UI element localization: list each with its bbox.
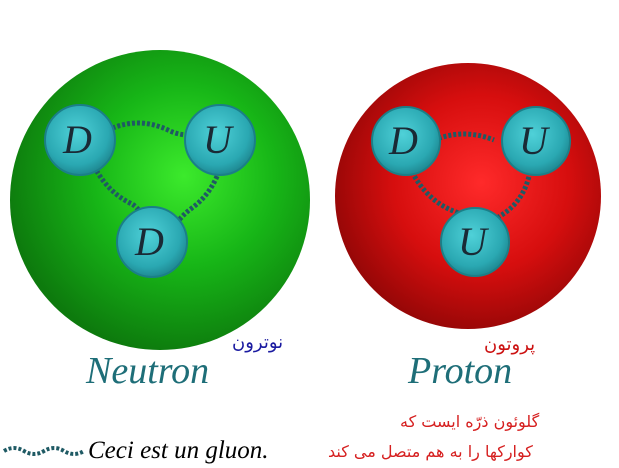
gluon-link [409, 170, 479, 232]
quark-label: D [63, 117, 92, 162]
proton-fa-label: پروتون [484, 334, 536, 355]
quark-ball [371, 106, 441, 176]
quark-label: D [389, 118, 418, 163]
gluon-caption: Ceci est un gluon. [88, 437, 269, 464]
quark-ball [44, 104, 116, 176]
quark-ball [184, 104, 256, 176]
proton-label: Proton [408, 350, 513, 392]
quark-ball [440, 207, 510, 277]
quark-label: U [458, 219, 487, 264]
quark-ball [116, 206, 188, 278]
gluon-note-line-2: کوارکها را به هم متصل می کند [328, 442, 533, 461]
quark-label: U [203, 117, 232, 162]
neutron-fa-label: نوترون [232, 332, 284, 353]
quark-label: U [519, 118, 548, 163]
gluon-icon [2, 446, 86, 456]
gluon-note-line-1: گلوئون ذرّه ایست که [400, 412, 540, 431]
neutron-ball [10, 50, 310, 350]
quark-ball [501, 106, 571, 176]
proton-ball [335, 63, 601, 329]
neutron-label: Neutron [86, 350, 210, 392]
quark-label: D [135, 219, 164, 264]
